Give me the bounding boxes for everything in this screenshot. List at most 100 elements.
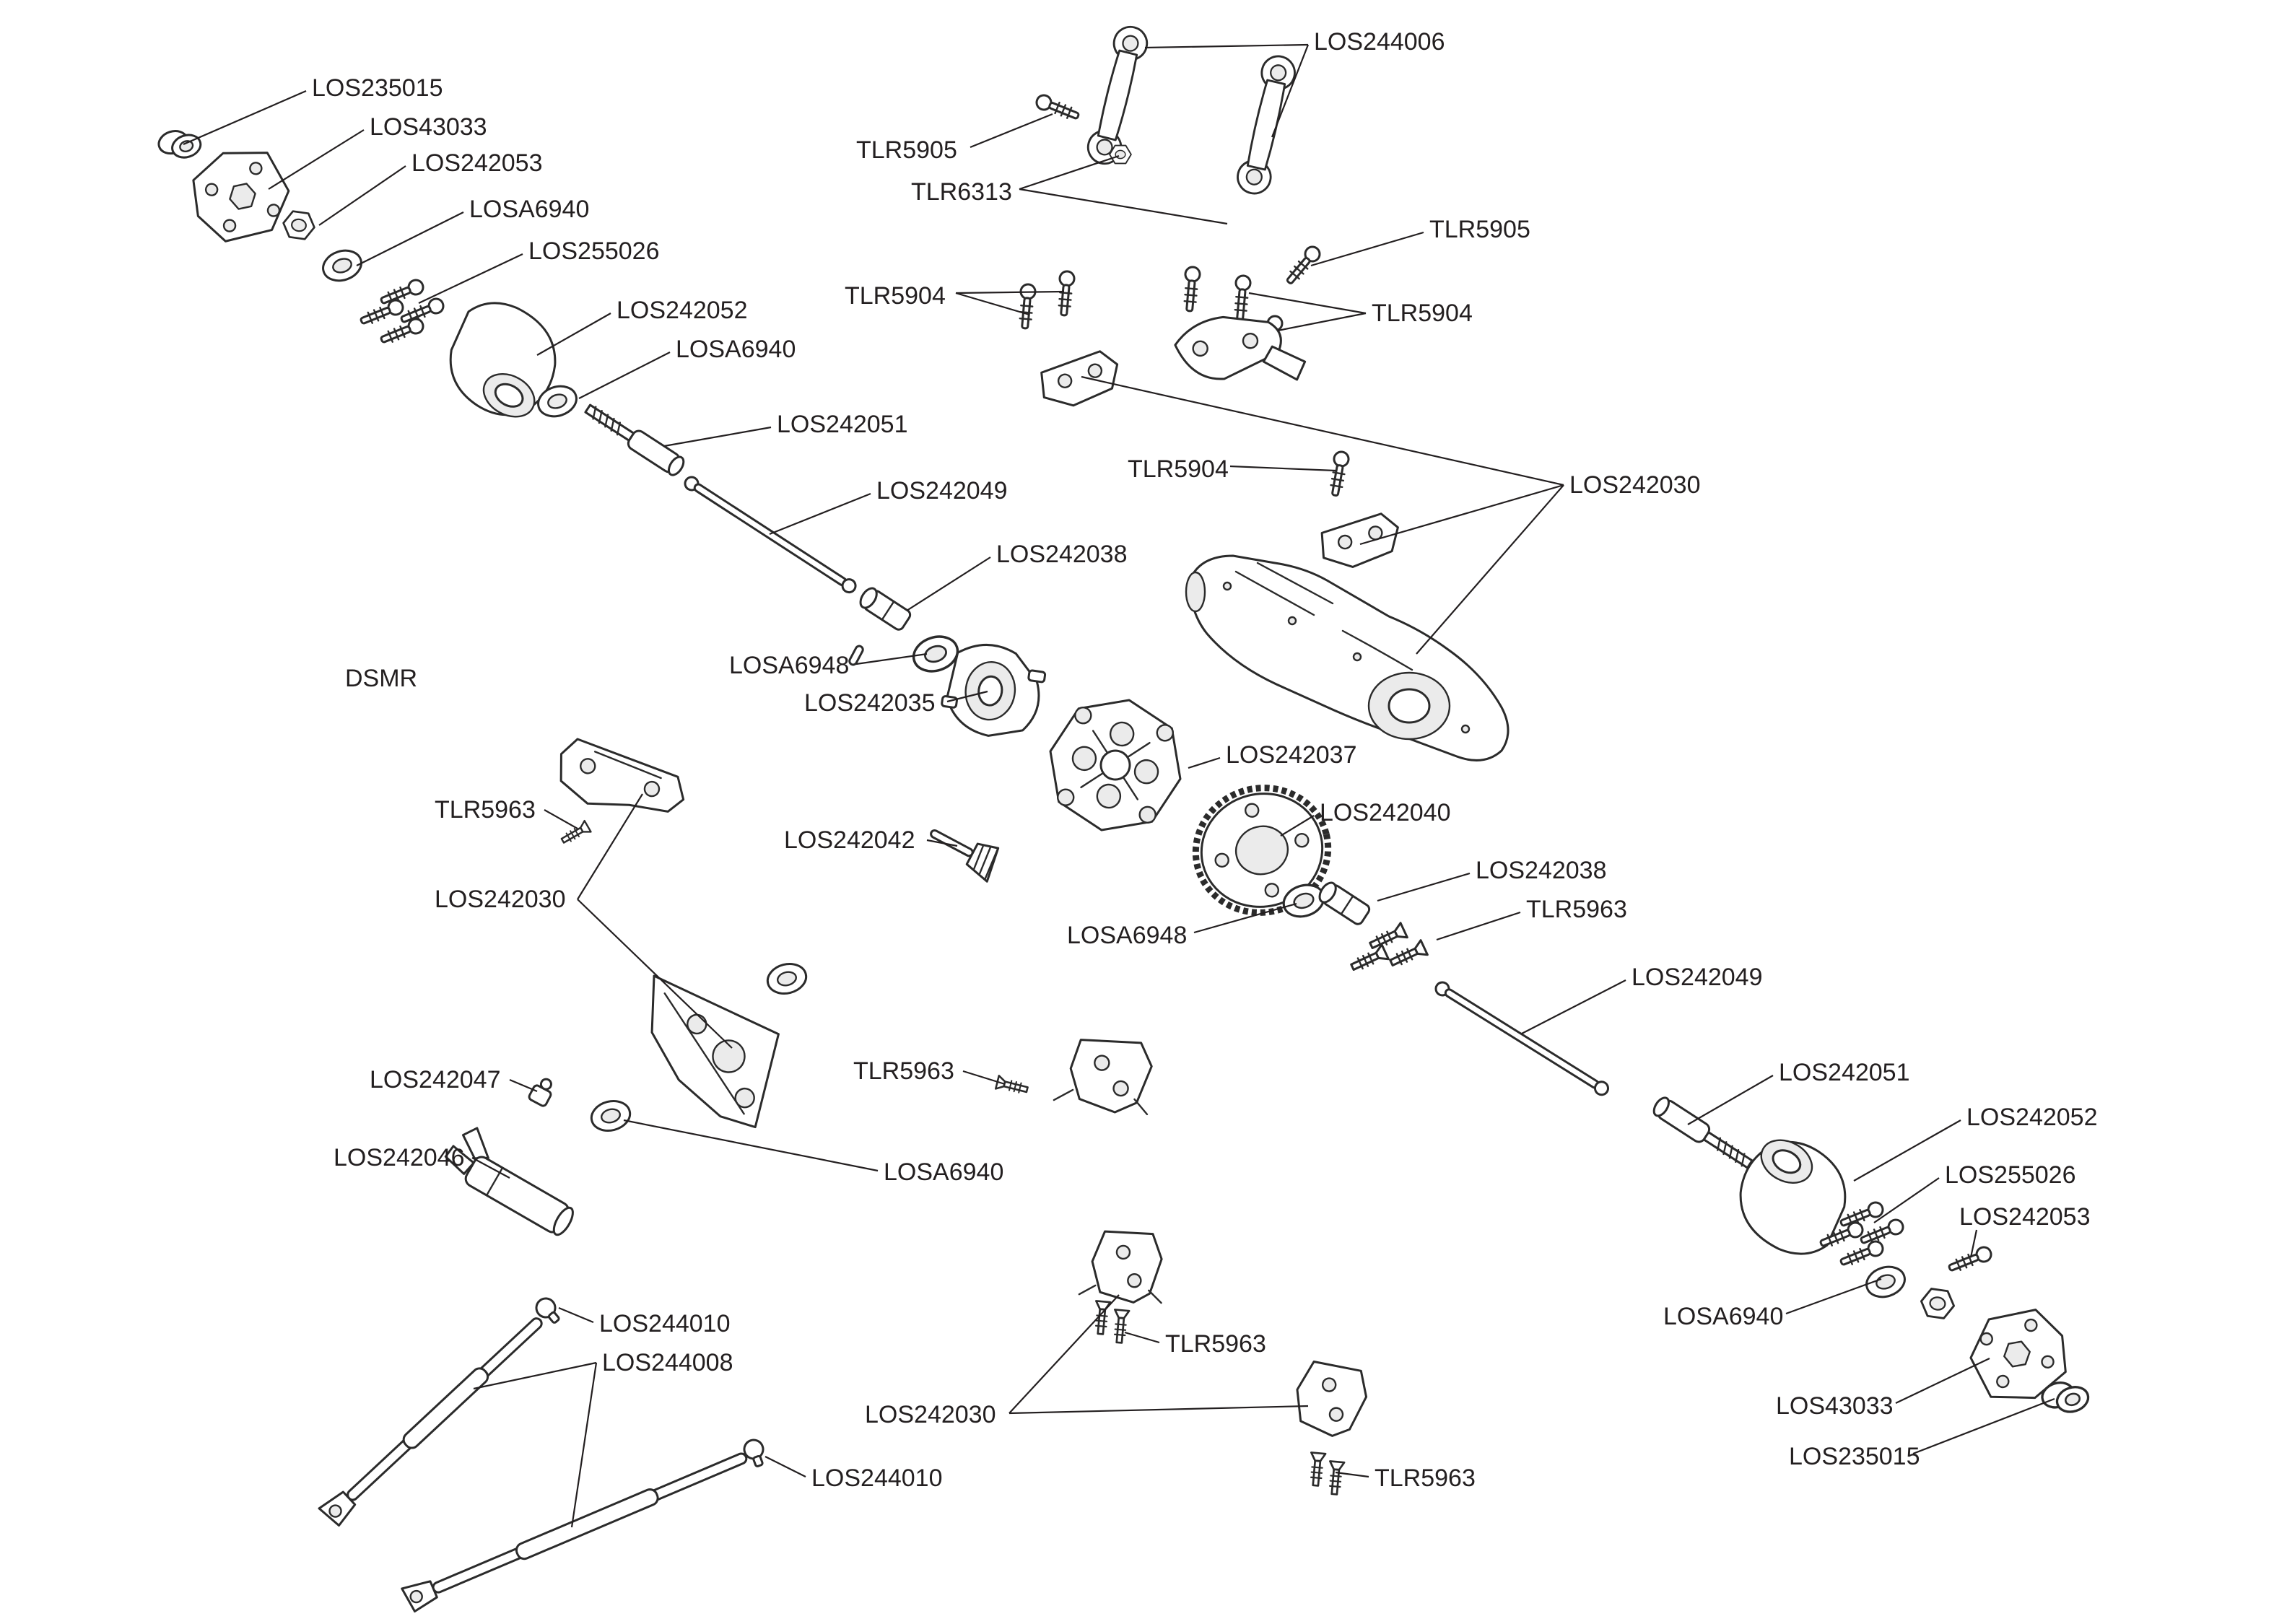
leader-line <box>1969 1229 1978 1258</box>
part-label: LOS242042 <box>784 826 915 854</box>
leader-line <box>855 652 928 665</box>
leader-lines-layer <box>183 43 2055 1528</box>
part-stub-axle <box>1650 1093 1756 1174</box>
part-label: LOS242049 <box>876 477 1008 505</box>
part-lockout-cup <box>1720 1125 1865 1270</box>
leader-line <box>1873 1177 1940 1223</box>
part-label: TLR5904 <box>1128 455 1229 483</box>
part-link-mount <box>1078 1230 1163 1304</box>
leader-line <box>558 1306 594 1324</box>
leader-line <box>356 211 464 266</box>
part-axle-mount <box>185 140 297 247</box>
leader-line <box>926 839 958 847</box>
part-axle-shaft <box>1432 979 1612 1099</box>
part-steering-link <box>1233 52 1299 198</box>
part-label: LOS242051 <box>777 411 908 438</box>
leader-line <box>1310 231 1424 267</box>
leader-line <box>1188 756 1221 769</box>
leader-line <box>1081 375 1564 486</box>
part-label: LOS255026 <box>528 237 660 265</box>
leader-line <box>962 1070 1006 1086</box>
part-pinion-gear <box>930 829 1000 883</box>
part-screw <box>1282 243 1324 288</box>
leader-line <box>418 253 523 304</box>
part-label: LOS235015 <box>312 74 443 102</box>
part-suspension-link <box>401 1452 748 1613</box>
part-label: TLR5963 <box>1526 896 1627 923</box>
part-axle-housing <box>1185 554 1510 761</box>
part-label: LOS242052 <box>617 297 748 324</box>
leader-line <box>577 793 643 900</box>
part-screw <box>558 819 592 847</box>
part-link-mount <box>1034 346 1126 414</box>
part-label: LOS244008 <box>602 1349 733 1376</box>
part-label: LOS244010 <box>599 1310 731 1337</box>
leader-line <box>955 292 1030 316</box>
leader-line <box>1193 902 1297 934</box>
leader-line <box>769 492 871 536</box>
part-label: TLR5963 <box>435 796 536 824</box>
leader-line <box>1359 484 1564 546</box>
part-label: LOS242047 <box>370 1066 501 1093</box>
part-lower-link-mount <box>1053 1039 1153 1116</box>
leader-line <box>1895 1358 1990 1404</box>
part-screw <box>1946 1244 1995 1276</box>
part-label: LOS242030 <box>435 886 566 913</box>
part-hex-nut <box>280 209 318 242</box>
part-label: TLR6313 <box>911 178 1012 206</box>
leader-line <box>1912 1397 2055 1455</box>
part-label: TLR5963 <box>1165 1330 1266 1358</box>
part-screw <box>1307 1451 1327 1488</box>
leader-line <box>1416 484 1564 655</box>
part-gusset-plate <box>650 974 780 1129</box>
brand-mark: DSMR <box>345 665 417 692</box>
part-label: LOS242051 <box>1779 1059 1910 1086</box>
leader-line <box>663 426 772 448</box>
part-ring-gear <box>1192 785 1332 916</box>
leader-line <box>1009 1294 1120 1414</box>
part-label: LOSA6948 <box>1067 922 1187 949</box>
part-label: LOS242037 <box>1226 741 1357 769</box>
part-ball-end <box>740 1436 770 1470</box>
leader-line <box>955 290 1065 294</box>
leader-line <box>509 1078 538 1093</box>
part-screw-set <box>357 276 447 348</box>
part-bearing <box>763 959 811 999</box>
part-stub-axle <box>581 398 688 479</box>
leader-line <box>1521 979 1626 1034</box>
leader-line <box>623 1119 879 1172</box>
leader-line <box>1277 312 1367 332</box>
leader-line <box>473 1361 597 1390</box>
part-label: LOS255026 <box>1945 1161 2076 1189</box>
part-label: LOS242038 <box>996 541 1128 568</box>
leader-line <box>1436 911 1521 941</box>
leader-line <box>970 113 1053 149</box>
leader-line <box>764 1456 806 1477</box>
leader-line <box>318 165 406 226</box>
part-screw-set <box>1348 922 1429 976</box>
part-label: LOS242035 <box>804 689 936 717</box>
part-label: TLR5904 <box>1372 300 1473 327</box>
leader-line <box>1785 1278 1882 1315</box>
leader-line <box>1124 1331 1160 1344</box>
part-label: LOSA6940 <box>469 196 589 223</box>
part-label: LOSA6940 <box>1663 1303 1783 1330</box>
part-label: LOS242030 <box>865 1401 996 1428</box>
part-label: LOS242038 <box>1476 857 1607 884</box>
part-label: LOS43033 <box>1776 1392 1894 1420</box>
leader-line <box>268 129 365 190</box>
part-label: LOSA6940 <box>884 1158 1003 1186</box>
part-coupler-small <box>528 1078 552 1107</box>
leader-line <box>536 313 611 356</box>
part-label: LOSA6948 <box>729 652 849 679</box>
leader-line <box>1853 1119 1961 1182</box>
part-bearing <box>587 1096 635 1136</box>
part-link-mount <box>1315 509 1406 575</box>
leader-line <box>577 899 733 1049</box>
part-coupler <box>855 584 913 633</box>
part-label: LOS242030 <box>1569 471 1701 499</box>
leader-line <box>570 1362 598 1528</box>
part-label: LOS242046 <box>334 1144 465 1171</box>
part-steering-mount <box>1174 315 1307 381</box>
